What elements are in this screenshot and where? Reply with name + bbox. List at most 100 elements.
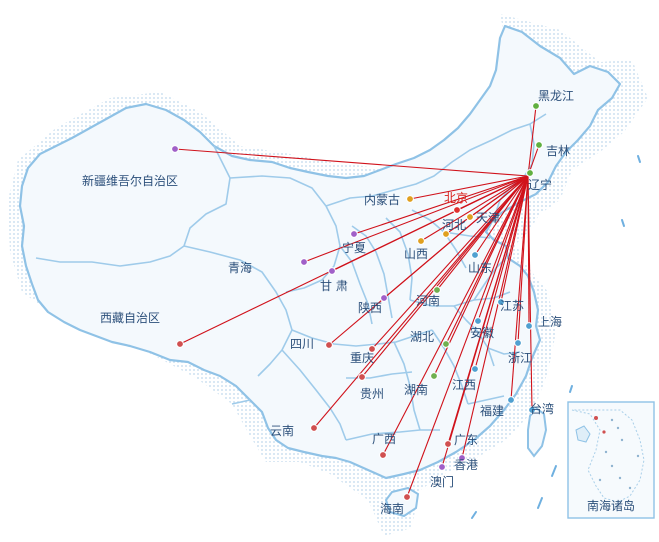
label-yunnan[interactable]: 云南 bbox=[270, 423, 294, 438]
marker-xianggang[interactable] bbox=[458, 454, 466, 462]
label-liaoning[interactable]: 辽宁 bbox=[528, 177, 552, 192]
label-hubei[interactable]: 湖北 bbox=[410, 329, 434, 344]
marker-neimenggu[interactable] bbox=[406, 195, 414, 203]
route-line-shandong bbox=[474, 175, 529, 256]
marker-xinjiang[interactable] bbox=[171, 145, 179, 153]
taiwan-island bbox=[527, 406, 548, 458]
label-jilin[interactable]: 吉林 bbox=[546, 144, 570, 158]
marker-shandong[interactable] bbox=[471, 251, 479, 259]
label-shanghai[interactable]: 上海 bbox=[538, 314, 562, 329]
route-line-fujian bbox=[510, 175, 529, 401]
marker-jilin[interactable] bbox=[535, 141, 543, 149]
marker-hainan[interactable] bbox=[403, 493, 411, 501]
label-jiangsu[interactable]: 江苏 bbox=[500, 299, 524, 313]
route-line-anhui bbox=[477, 175, 529, 322]
route-line-guangxi bbox=[382, 175, 529, 456]
marker-fujian[interactable] bbox=[507, 396, 515, 404]
route-line-yunnan bbox=[313, 175, 529, 429]
marker-hebei[interactable] bbox=[442, 230, 450, 238]
label-hebei[interactable]: 河北 bbox=[442, 218, 466, 232]
route-line-guizhou bbox=[361, 175, 529, 378]
label-guizhou[interactable]: 贵州 bbox=[360, 387, 384, 401]
label-henan[interactable]: 河南 bbox=[416, 293, 440, 308]
route-line-jiangxi bbox=[474, 175, 529, 370]
label-anhui[interactable]: 安徽 bbox=[470, 325, 494, 340]
label-xinjiang[interactable]: 新疆维吾尔自治区 bbox=[82, 173, 178, 188]
small-islands bbox=[471, 155, 641, 519]
label-aomen[interactable]: 澳门 bbox=[430, 474, 454, 489]
marker-zhejiang[interactable] bbox=[514, 339, 522, 347]
marker-aomen[interactable] bbox=[438, 463, 446, 471]
marker-henan[interactable] bbox=[433, 286, 441, 294]
inset-title: 南海诸岛 bbox=[587, 498, 635, 513]
label-xizang[interactable]: 西藏自治区 bbox=[100, 311, 160, 325]
marker-hunan[interactable] bbox=[430, 372, 438, 380]
label-sichuan[interactable]: 四川 bbox=[290, 337, 314, 351]
route-line-xianggang bbox=[461, 175, 529, 459]
route-line-neimenggu bbox=[409, 175, 529, 200]
route-line-chongqing bbox=[371, 175, 529, 350]
label-chongqing[interactable]: 重庆 bbox=[350, 351, 374, 365]
label-qinghai[interactable]: 青海 bbox=[228, 260, 252, 275]
label-gansu[interactable]: 甘 肃 bbox=[320, 279, 348, 293]
route-line-beijing bbox=[456, 175, 529, 211]
label-shaanxi[interactable]: 陕西 bbox=[358, 300, 382, 315]
region-markers bbox=[171, 102, 543, 501]
label-heilongjiang[interactable]: 黑龙江 bbox=[538, 89, 574, 103]
marker-tianjin[interactable] bbox=[466, 213, 474, 221]
marker-yunnan[interactable] bbox=[310, 424, 318, 432]
marker-shanghai[interactable] bbox=[525, 322, 533, 330]
route-line-xinjiang bbox=[174, 148, 529, 177]
connection-lines bbox=[174, 105, 540, 498]
marker-chongqing[interactable] bbox=[368, 345, 376, 353]
label-shanxi[interactable]: 山西 bbox=[404, 247, 428, 261]
route-line-shanxi bbox=[420, 175, 529, 242]
marker-gansu[interactable] bbox=[328, 267, 336, 275]
marker-heilongjiang[interactable] bbox=[532, 102, 540, 110]
route-line-tianjin bbox=[469, 175, 529, 218]
marker-sichuan[interactable] bbox=[325, 341, 333, 349]
label-shandong[interactable]: 山东 bbox=[468, 261, 492, 275]
label-jiangxi[interactable]: 江西 bbox=[452, 378, 476, 392]
label-guangxi[interactable]: 广西 bbox=[372, 432, 396, 446]
label-fujian[interactable]: 福建 bbox=[480, 403, 504, 418]
marker-shanxi[interactable] bbox=[417, 237, 425, 245]
marker-ningxia[interactable] bbox=[350, 230, 358, 238]
route-line-taiwan bbox=[527, 175, 533, 411]
marker-liaoning[interactable] bbox=[526, 169, 534, 177]
marker-xizang[interactable] bbox=[176, 340, 184, 348]
marker-shaanxi[interactable] bbox=[380, 294, 388, 302]
route-line-ningxia bbox=[353, 175, 529, 235]
marker-jiangxi[interactable] bbox=[471, 365, 479, 373]
mainland-china bbox=[18, 24, 622, 480]
marker-qinghai[interactable] bbox=[300, 258, 308, 266]
route-line-hunan bbox=[433, 175, 529, 377]
marker-guangxi[interactable] bbox=[379, 451, 387, 459]
label-beijing[interactable]: 北京 bbox=[444, 191, 468, 205]
marker-taiwan[interactable] bbox=[528, 406, 536, 414]
route-line-qinghai bbox=[303, 175, 529, 263]
label-guangdong[interactable]: 广东 bbox=[454, 433, 478, 447]
route-line-hainan bbox=[406, 175, 529, 498]
label-hainan[interactable]: 海南 bbox=[380, 501, 404, 516]
marker-guizhou[interactable] bbox=[358, 373, 366, 381]
label-tianjin[interactable]: 天津 bbox=[476, 211, 500, 225]
marker-beijing[interactable] bbox=[453, 206, 461, 214]
marker-guangdong[interactable] bbox=[444, 440, 452, 448]
label-ningxia[interactable]: 宁夏 bbox=[342, 240, 366, 255]
label-zhejiang[interactable]: 浙江 bbox=[508, 351, 532, 365]
south-china-sea-inset: 南海诸岛 bbox=[567, 401, 655, 519]
label-hunan[interactable]: 湖南 bbox=[404, 382, 428, 397]
marker-jiangsu[interactable] bbox=[497, 298, 505, 306]
route-line-sichuan bbox=[328, 175, 529, 346]
marker-hubei[interactable] bbox=[442, 340, 450, 348]
label-taiwan[interactable]: 台湾 bbox=[530, 401, 554, 416]
route-line-aomen bbox=[441, 175, 529, 468]
label-neimenggu[interactable]: 内蒙古 bbox=[364, 192, 400, 207]
marker-anhui[interactable] bbox=[474, 317, 482, 325]
route-line-heilongjiang bbox=[527, 105, 537, 177]
label-xianggang[interactable]: 香港 bbox=[454, 458, 478, 472]
